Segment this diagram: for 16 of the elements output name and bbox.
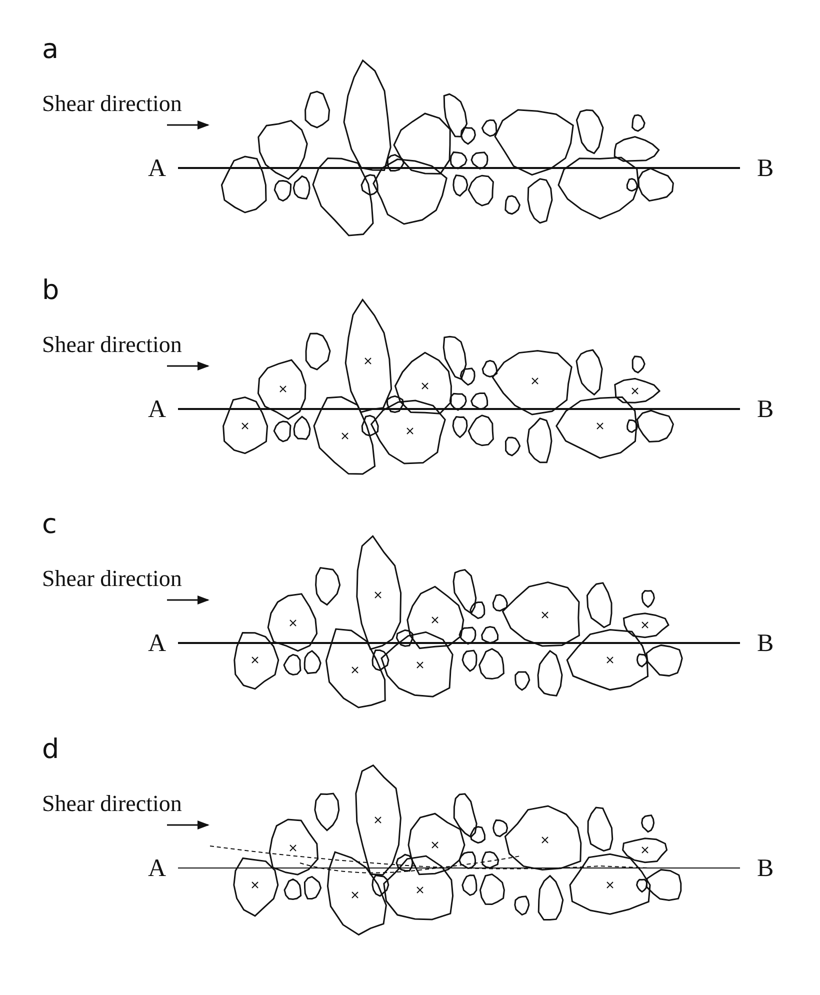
direction-label: Shear direction: [42, 92, 182, 115]
panel-letter: c: [42, 511, 57, 538]
direction-label: Shear direction: [42, 792, 182, 815]
panel-letter: d: [42, 736, 60, 763]
point-label: A: [148, 631, 166, 656]
point-label: A: [148, 856, 166, 881]
point-label: A: [148, 156, 166, 181]
direction-label: Shear direction: [42, 567, 182, 590]
point-label: B: [757, 856, 774, 881]
point-label: B: [757, 631, 774, 656]
point-label: B: [757, 156, 774, 181]
point-label: A: [148, 397, 166, 422]
point-label: B: [757, 397, 774, 422]
panel-letter: a: [42, 36, 59, 63]
direction-label: Shear direction: [42, 333, 182, 356]
panel-letter: b: [42, 277, 60, 304]
